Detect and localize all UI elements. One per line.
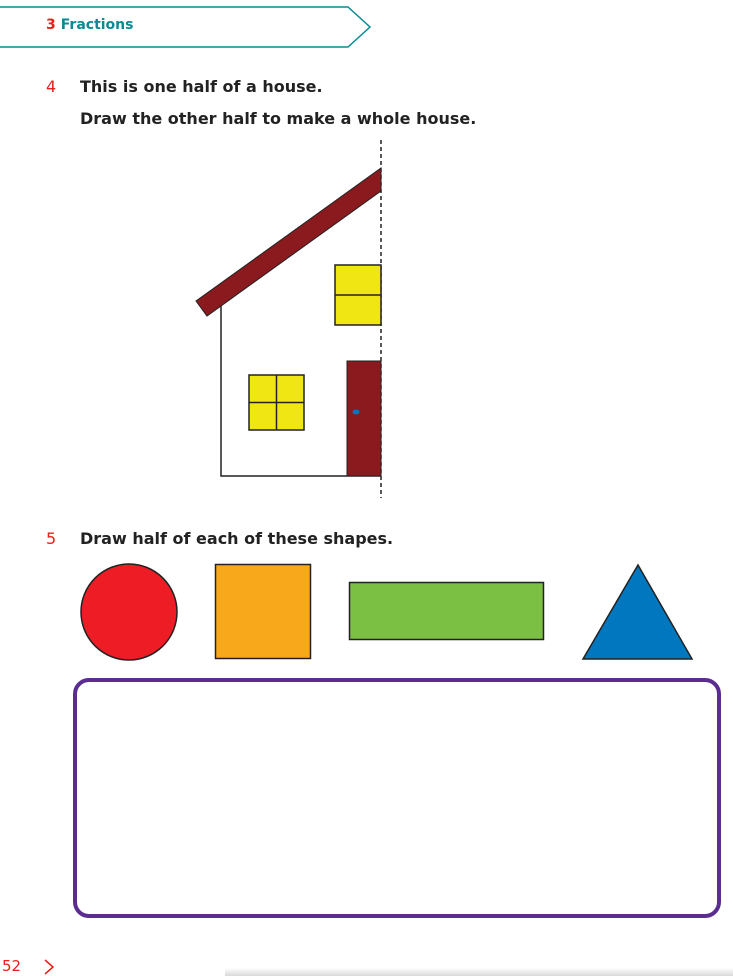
page-edge-shadow bbox=[225, 968, 733, 976]
shapes-row bbox=[0, 558, 733, 672]
half-house-illustration bbox=[190, 138, 390, 504]
house-wall-outline bbox=[220, 303, 381, 477]
question-5-number: 5 bbox=[46, 529, 57, 548]
question-4-line-1: This is one half of a house. bbox=[80, 77, 323, 96]
orange-square bbox=[214, 563, 312, 660]
half-door bbox=[346, 360, 382, 477]
page-number: 52 bbox=[2, 957, 22, 975]
lower-window bbox=[248, 374, 305, 431]
red-circle bbox=[80, 563, 178, 661]
answer-drawing-area[interactable] bbox=[73, 678, 721, 918]
page-footer: 52 bbox=[0, 952, 733, 976]
chapter-title: Fractions bbox=[60, 17, 134, 33]
banner-arrow-shape bbox=[0, 6, 372, 48]
question-4-number: 4 bbox=[46, 77, 57, 96]
upper-window bbox=[334, 264, 382, 326]
chevron-right-icon bbox=[44, 959, 55, 975]
question-5-text: Draw half of each of these shapes. bbox=[80, 529, 394, 548]
green-rectangle bbox=[348, 581, 545, 641]
door-knob bbox=[352, 409, 360, 415]
blue-triangle bbox=[581, 563, 694, 660]
chapter-number: 3 bbox=[46, 17, 56, 33]
roof bbox=[195, 167, 382, 317]
question-4-line-2: Draw the other half to make a whole hous… bbox=[80, 109, 477, 128]
